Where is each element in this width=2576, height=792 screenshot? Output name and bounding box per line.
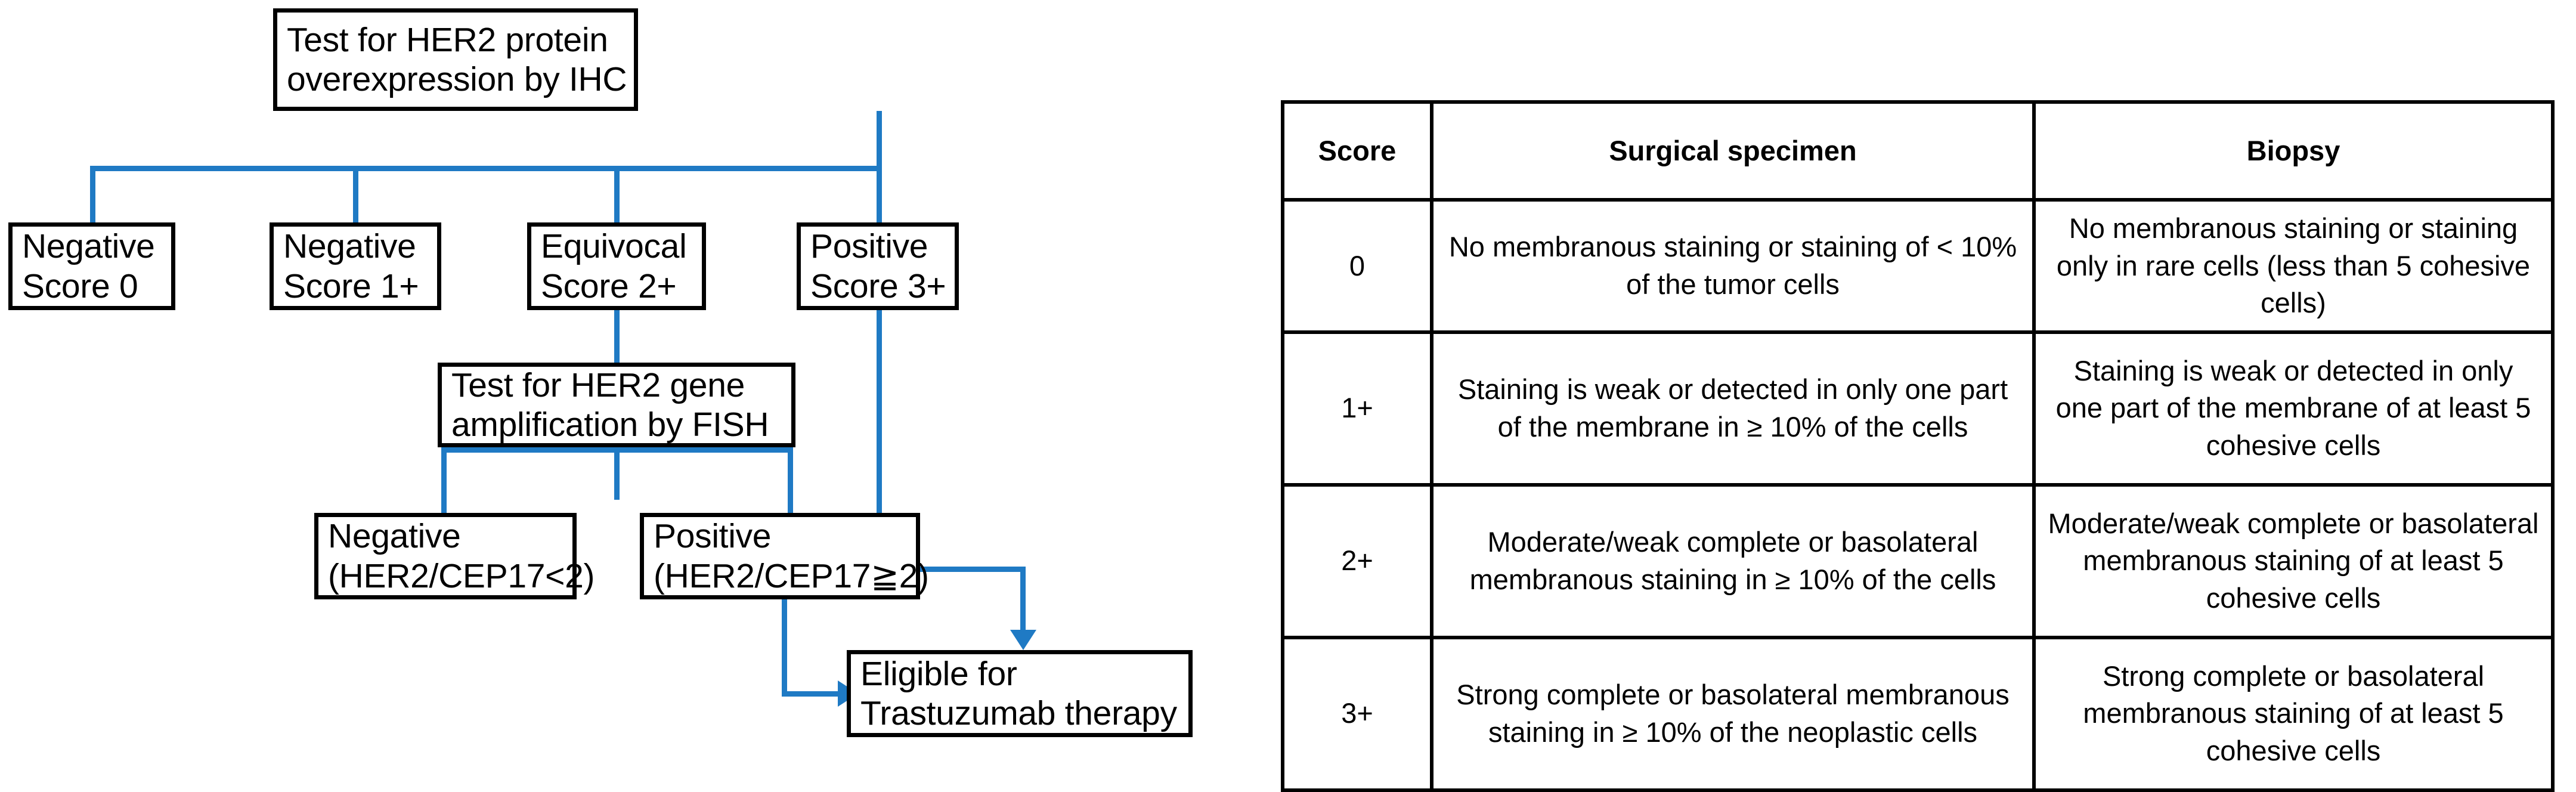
connector-score3-drop: [1020, 567, 1026, 632]
connector-fishpos-down: [782, 599, 787, 697]
node-score-3-line2: Score 3+: [810, 267, 946, 305]
node-ihc-test[interactable]: Test for HER2 protein overexpression by …: [273, 8, 638, 111]
node-score-0[interactable]: Negative Score 0: [8, 222, 175, 310]
cell-surgical: No membranous staining or staining of < …: [1430, 198, 2036, 334]
cell-biopsy: Strong complete or basolateral membranou…: [2032, 635, 2555, 792]
table-head: Score Surgical specimen Biopsy: [1281, 100, 2555, 202]
cell-score: 0: [1281, 198, 1433, 334]
her2-scoring-table-wrapper: Score Surgical specimen Biopsy 0 No memb…: [1281, 100, 2555, 792]
node-score-1-line2: Score 1+: [283, 267, 419, 305]
connector-bus-fish: [441, 447, 793, 453]
node-eligible-line1: Eligible for: [860, 654, 1017, 693]
node-fish-test-line1: Test for HER2 gene: [451, 366, 745, 404]
node-fish-negative[interactable]: Negative (HER2/CEP17<2): [314, 513, 595, 599]
connector-drop-fishneg: [441, 447, 447, 513]
cell-biopsy: Staining is weak or detected in only one…: [2032, 330, 2555, 487]
cell-surgical: Strong complete or basolateral membranou…: [1430, 635, 2036, 792]
node-fish-negative-line1: Negative: [328, 517, 461, 556]
her2-testing-flowchart: Test for HER2 protein overexpression by …: [0, 0, 1228, 775]
node-score-2-line2: Score 2+: [541, 267, 677, 305]
node-fish-positive[interactable]: Positive (HER2/CEP17≧2): [640, 513, 929, 599]
cell-biopsy: No membranous staining or staining only …: [2032, 198, 2555, 334]
cell-score: 3+: [1281, 635, 1433, 792]
connector-score3-across: [877, 567, 1026, 572]
cell-score: 1+: [1281, 330, 1433, 487]
node-fish-positive-line1: Positive: [654, 517, 772, 556]
node-score-0-line2: Score 0: [22, 267, 138, 305]
cell-surgical: Moderate/weak complete or basolateral me…: [1430, 482, 2036, 639]
connector-drop-score1: [353, 166, 358, 222]
connector-drop-fishpos: [788, 447, 793, 513]
connector-score3-down: [877, 310, 882, 571]
connector-bus-row2: [90, 166, 882, 171]
connector-fish-stem: [614, 447, 620, 500]
table-body: 0 No membranous staining or staining of …: [1281, 198, 2555, 792]
her2-scoring-table: Score Surgical specimen Biopsy 0 No memb…: [1281, 100, 2555, 792]
cell-score: 2+: [1281, 482, 1433, 639]
node-eligible-trastuzumab[interactable]: Eligible for Trastuzumab therapy: [847, 650, 1193, 737]
connector-drop-score0: [90, 166, 95, 222]
node-fish-negative-line2: (HER2/CEP17<2): [328, 556, 595, 595]
col-header-surgical: Surgical specimen: [1430, 100, 2036, 202]
node-score-2[interactable]: Equivocal Score 2+: [527, 222, 706, 310]
table-header-row: Score Surgical specimen Biopsy: [1281, 100, 2555, 202]
node-score-2-line1: Equivocal: [541, 227, 687, 266]
table-row: 1+ Staining is weak or detected in only …: [1281, 330, 2555, 487]
node-fish-test[interactable]: Test for HER2 gene amplification by FISH: [438, 363, 795, 447]
node-fish-test-line2: amplification by FISH: [451, 406, 769, 444]
cell-surgical: Staining is weak or detected in only one…: [1430, 330, 2036, 487]
arrowhead-to-eligible-top: [1010, 630, 1036, 650]
node-fish-positive-line2: (HER2/CEP17≧2): [654, 556, 929, 595]
node-score-0-line1: Negative: [22, 227, 155, 266]
col-header-biopsy: Biopsy: [2032, 100, 2555, 202]
node-eligible-line2: Trastuzumab therapy: [860, 694, 1177, 732]
table-row: 0 No membranous staining or staining of …: [1281, 198, 2555, 334]
connector-drop-score3: [877, 166, 882, 222]
node-score-3[interactable]: Positive Score 3+: [797, 222, 959, 310]
table-row: 2+ Moderate/weak complete or basolateral…: [1281, 482, 2555, 639]
cell-biopsy: Moderate/weak complete or basolateral me…: [2032, 482, 2555, 639]
node-score-1-line1: Negative: [283, 227, 416, 266]
connector-fishpos-right: [782, 691, 841, 697]
col-header-score: Score: [1281, 100, 1433, 202]
connector-score2-to-fish: [614, 310, 620, 363]
connector-drop-score2: [614, 166, 620, 222]
node-score-1[interactable]: Negative Score 1+: [270, 222, 441, 310]
node-ihc-test-line1: Test for HER2 protein: [287, 20, 608, 59]
node-ihc-test-line2: overexpression by IHC: [287, 60, 627, 98]
node-score-3-line1: Positive: [810, 227, 928, 266]
table-row: 3+ Strong complete or basolateral membra…: [1281, 635, 2555, 792]
connector-ihc-stem: [877, 111, 882, 166]
